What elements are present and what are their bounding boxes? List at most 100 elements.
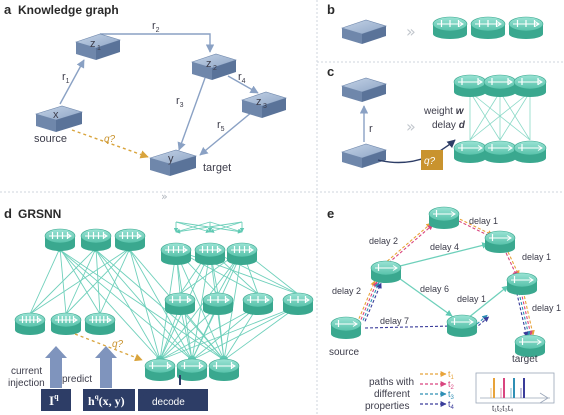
svg-text:z: z: [256, 96, 262, 108]
neuron-d-left-3: [84, 312, 116, 335]
neuron-c-bottom-2: [483, 140, 517, 163]
label-r1: r1: [62, 71, 70, 85]
svg-text:different: different: [374, 389, 410, 400]
svg-text:e: e: [327, 206, 334, 221]
svg-text:q?: q?: [112, 339, 124, 350]
svg-text:delay 7: delay 7: [380, 316, 409, 326]
panel-e-neurons: [330, 206, 546, 357]
legend-time-3: t3: [448, 389, 455, 401]
panel-a-letter: a: [4, 2, 12, 17]
neuron-d-mid-1: [164, 292, 196, 315]
node-z1: z 1: [75, 33, 121, 60]
neuron-d-left-1: [14, 312, 46, 335]
panel-d: d GRSNN q? Iq current injection hq(x, y)…: [4, 206, 314, 411]
svg-text:1: 1: [97, 45, 101, 52]
svg-text:y: y: [168, 153, 174, 165]
neuron-c-top-2: [483, 74, 517, 97]
svg-text:injection: injection: [8, 378, 45, 389]
neuron-d-mid-3: [242, 292, 274, 315]
neuron-b-1: [432, 16, 468, 39]
neuron-d-top-right-1: [160, 242, 192, 265]
neuron-d-top-right-3: [226, 242, 258, 265]
panel-b: b »: [327, 2, 544, 44]
label-r4: r4: [238, 71, 246, 85]
panel-a: a Knowledge graph z 1 z 2: [4, 2, 287, 176]
svg-text:delay 6: delay 6: [420, 284, 449, 294]
neuron-e-mid: [446, 314, 478, 337]
neuron-e-source: [330, 316, 362, 339]
label-r3: r3: [176, 95, 184, 109]
panel-e-legend: t1t2t3t4: [420, 369, 455, 411]
neuron-d-mid-2: [202, 292, 234, 315]
predict-arrow: [95, 346, 117, 388]
svg-text:delay 1: delay 1: [522, 252, 551, 262]
svg-text:paths with: paths with: [369, 377, 414, 388]
legend-time-1: t1: [448, 369, 455, 381]
svg-text:delay 2: delay 2: [332, 286, 361, 296]
svg-text:GRSNN: GRSNN: [18, 207, 61, 221]
input-box: [41, 389, 71, 411]
label-r5: r5: [217, 119, 225, 133]
panel-c-neurons: [453, 74, 547, 163]
panel-c: c r » weight w delay d q?: [327, 64, 547, 170]
svg-text:weight w: weight w: [423, 106, 465, 117]
neuron-d-top-left-2: [80, 228, 112, 251]
svg-text:c: c: [327, 64, 334, 79]
source-label: source: [34, 133, 67, 145]
svg-text:b: b: [327, 2, 335, 17]
neuron-c-top-3: [513, 74, 547, 97]
node-y: y: [148, 149, 198, 176]
panel-b-neurons: [432, 16, 544, 39]
neuron-e-top-right: [484, 230, 516, 253]
neuron-d-mid-4: [282, 292, 314, 315]
label-r2: r2: [152, 20, 160, 34]
svg-text:2: 2: [213, 65, 217, 72]
panel-c-head-node: [341, 77, 387, 102]
svg-text:predict: predict: [62, 374, 92, 385]
svg-text:z: z: [206, 58, 212, 70]
neuron-e-left: [370, 260, 402, 283]
svg-text:3: 3: [263, 103, 267, 110]
legend-time-2: t2: [448, 379, 455, 391]
panel-a-title: Knowledge graph: [18, 3, 119, 17]
neuron-e-right: [506, 272, 538, 295]
panel-c-connections: [468, 91, 532, 141]
svg-text:current: current: [11, 366, 42, 377]
svg-text:x: x: [53, 109, 59, 121]
svg-text:delay 2: delay 2: [369, 236, 398, 246]
neuron-c-bottom-3: [513, 140, 547, 163]
neuron-d-top-right-2: [194, 242, 226, 265]
panel-c-tail-node: [341, 143, 387, 168]
query-label: q?: [104, 134, 116, 145]
svg-text:source: source: [329, 347, 359, 358]
node-z2: z 2: [191, 53, 237, 80]
svg-text:target: target: [512, 354, 538, 365]
svg-text:delay 1: delay 1: [469, 216, 498, 226]
neuron-e-top: [428, 206, 460, 229]
neuron-b-3: [508, 16, 544, 39]
panel-e-paths: [358, 216, 535, 338]
panel-e-spike-train: [480, 378, 550, 404]
neuron-d-bottom-1: [144, 358, 176, 381]
neuron-d-left-2: [50, 312, 82, 335]
svg-text:r: r: [369, 123, 373, 135]
panel-b-entity-node: [341, 19, 387, 44]
output-box: [83, 389, 135, 411]
neuron-d-top-left-1: [44, 228, 76, 251]
svg-text:Iq: Iq: [49, 392, 59, 408]
spike-time-axis: t₁t₂t₃t₄: [492, 404, 513, 413]
panel-e: e delay 2 delay 1 delay 4 delay 1 delay …: [327, 206, 561, 413]
target-label: target: [203, 162, 231, 174]
neuron-d-bottom-3: [208, 358, 240, 381]
svg-text:hq(x, y): hq(x, y): [88, 393, 125, 408]
neuron-c-bottom-1: [453, 140, 487, 163]
neuron-e-target: [514, 334, 546, 357]
svg-text:d: d: [4, 206, 12, 221]
svg-text:delay d: delay d: [432, 120, 466, 131]
svg-text:delay 4: delay 4: [430, 242, 459, 252]
neuron-b-2: [470, 16, 506, 39]
query-box: [421, 150, 443, 170]
svg-text:q?: q?: [424, 156, 436, 167]
